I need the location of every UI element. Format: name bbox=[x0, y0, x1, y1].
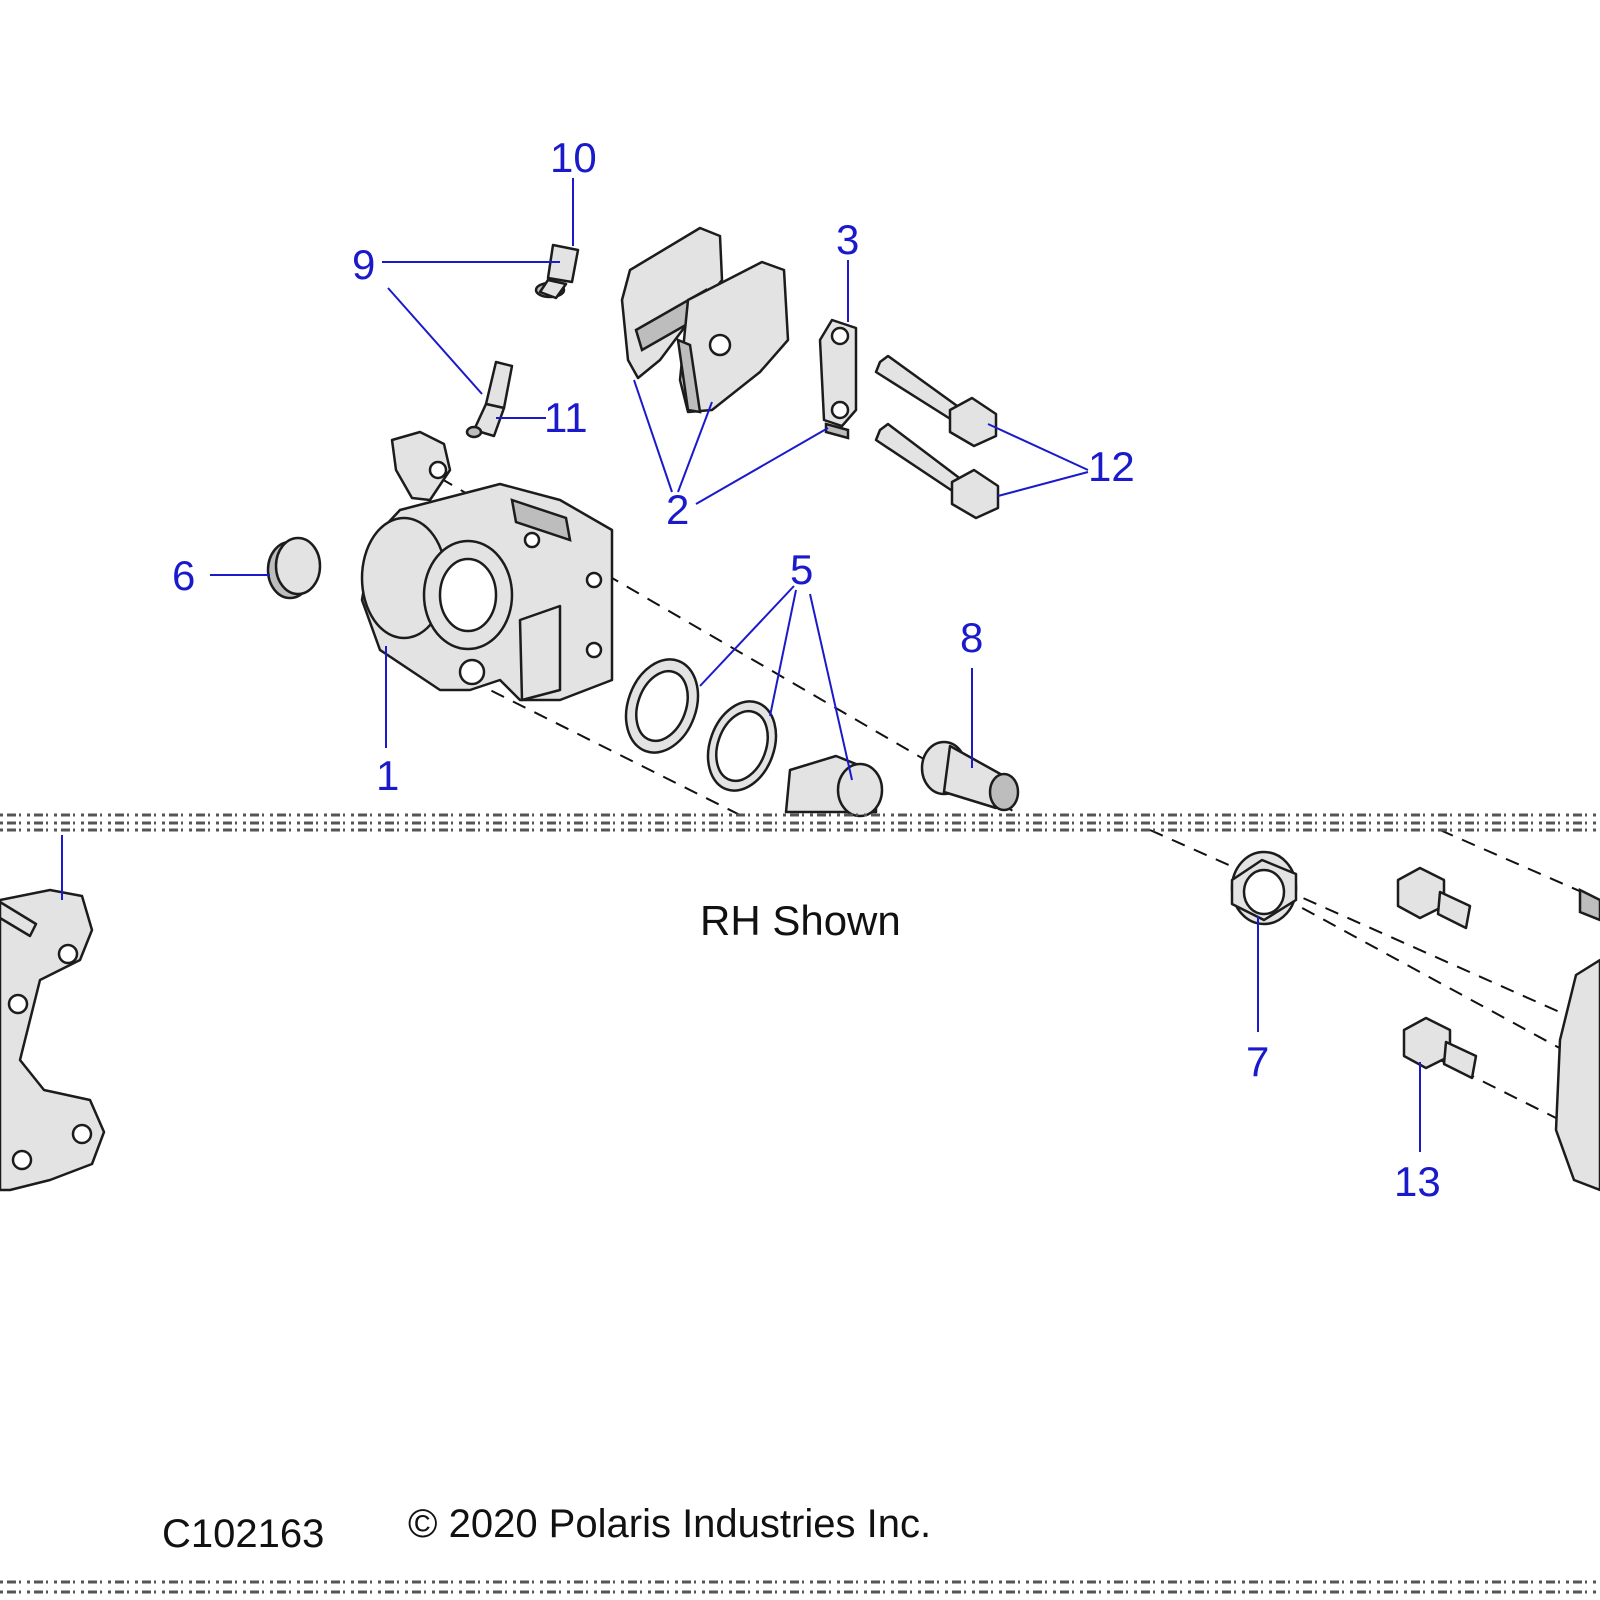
callout-12: 12 bbox=[1088, 443, 1135, 490]
brake-pads-part-2 bbox=[620, 226, 790, 414]
bushing-bolt-part-8 bbox=[920, 740, 1020, 812]
bottom-edge-band bbox=[0, 1580, 1600, 1594]
bleeder-cap-part-10 bbox=[534, 243, 580, 300]
flange-bolts-part-13 bbox=[1396, 866, 1478, 1080]
callout-10: 10 bbox=[550, 134, 597, 181]
bushing-part-7 bbox=[1230, 850, 1298, 926]
callout-7: 7 bbox=[1246, 1038, 1269, 1085]
callout-13: 13 bbox=[1394, 1158, 1441, 1205]
callout-1: 1 bbox=[376, 752, 399, 799]
callout-6: 6 bbox=[172, 552, 195, 599]
mounting-bracket-right bbox=[1554, 887, 1600, 1192]
callout-8: 8 bbox=[960, 614, 983, 661]
figure-id: C102163 bbox=[162, 1512, 324, 1556]
view-caption: RH Shown bbox=[700, 897, 901, 944]
copyright-notice: © 2020 Polaris Industries Inc. bbox=[408, 1502, 931, 1546]
callout-3: 3 bbox=[836, 216, 859, 263]
callout-5: 5 bbox=[790, 546, 813, 593]
caliper-bolts-part-12 bbox=[874, 354, 1000, 520]
callout-2: 2 bbox=[666, 486, 689, 533]
pad-retainer-clip-part-3 bbox=[818, 318, 858, 440]
callout-11: 11 bbox=[544, 394, 588, 441]
mounting-bracket-left bbox=[0, 888, 106, 1192]
callout-labels: 10 9 11 3 2 12 5 6 8 1 7 13 bbox=[172, 134, 1441, 1205]
bleeder-screw-part-11 bbox=[465, 360, 514, 439]
callout-9: 9 bbox=[352, 241, 375, 288]
caliper-body-part-1 bbox=[360, 430, 614, 702]
leader-lines bbox=[61, 178, 1421, 1152]
cap-plug-part-6 bbox=[266, 536, 322, 600]
break-band bbox=[0, 813, 1600, 832]
seals-piston-part-5 bbox=[624, 658, 884, 818]
